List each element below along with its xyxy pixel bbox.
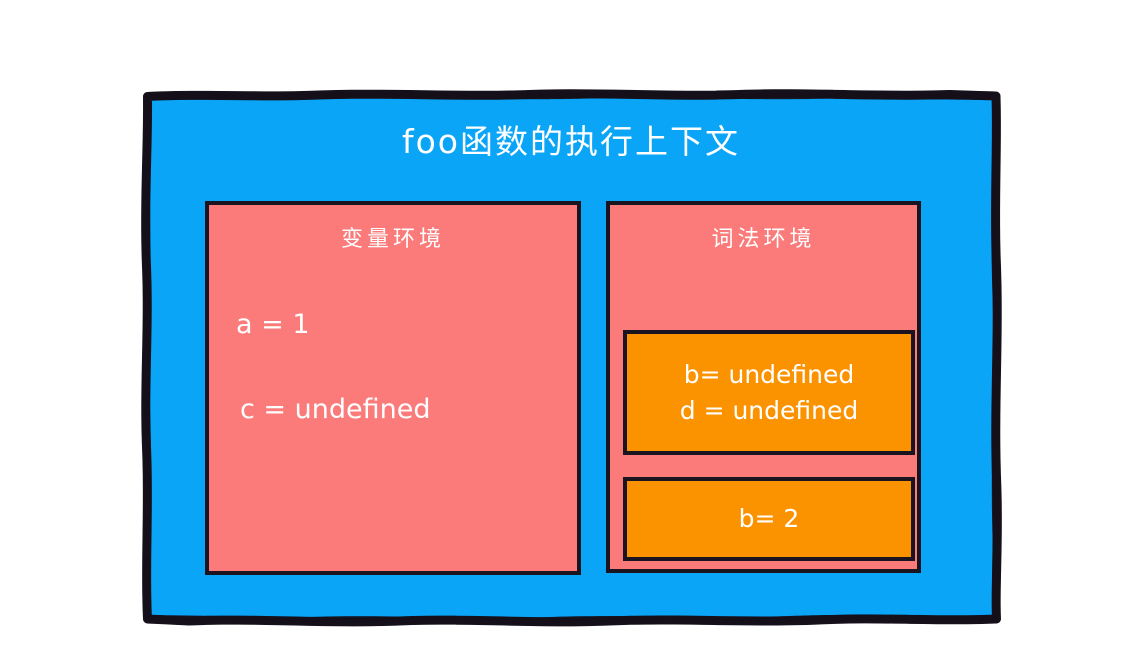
variable-entry: a = 1 (236, 309, 310, 340)
execution-context-title: foo函数的执行上下文 (402, 122, 740, 161)
variable-entry: c = undefined (240, 394, 431, 425)
variable-environment-panel: 变量环境 a = 1 c = undefined (205, 201, 581, 575)
lexical-environment-panel: 词法环境 b= undefined d = undefined b= 2 (606, 201, 921, 573)
lexical-record-box: b= 2 (623, 477, 915, 561)
lexical-environment-title: 词法环境 (711, 227, 816, 252)
lexical-record-box: b= undefined d = undefined (623, 330, 915, 455)
execution-context-box: foo函数的执行上下文 变量环境 a = 1 c = undefined 词法环… (147, 95, 995, 618)
lexical-record-line: b= 2 (738, 504, 800, 533)
lexical-record-line: b= undefined (683, 359, 855, 389)
variable-environment-title: 变量环境 (340, 227, 445, 252)
lexical-record-line: d = undefined (679, 395, 859, 425)
